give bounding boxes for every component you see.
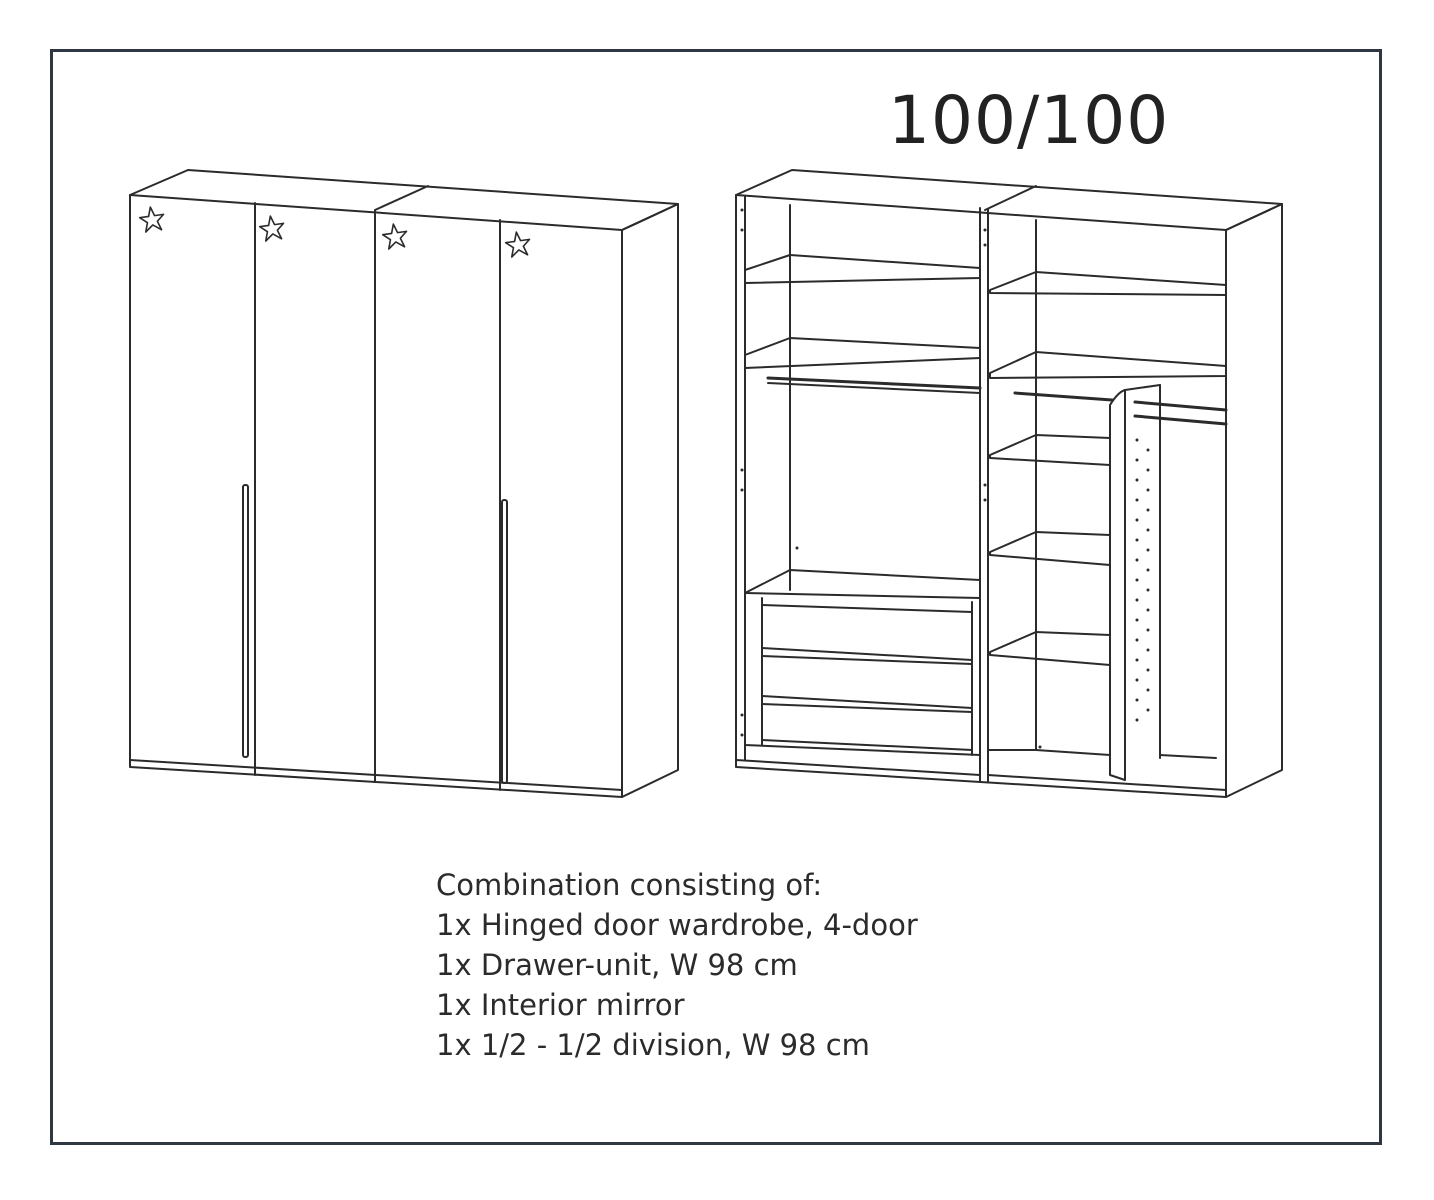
description-item: 1x Drawer-unit, W 98 cm (436, 948, 798, 982)
outer-frame (50, 49, 1382, 1145)
open-wardrobe (735, 169, 1283, 798)
star-icon (138, 206, 165, 233)
combination-description: Combination consisting of: 1x Hinged doo… (436, 865, 918, 1065)
star-icon (258, 215, 285, 242)
shelf-peg-holes (740, 208, 1150, 749)
star-icon (504, 231, 531, 258)
description-heading: Combination consisting of: (436, 868, 823, 902)
description-item: 1x Hinged door wardrobe, 4-door (436, 908, 918, 942)
page-title: 100/100 (888, 82, 1170, 159)
star-icon (381, 223, 408, 250)
description-item: 1x Interior mirror (436, 988, 685, 1022)
closed-wardrobe (129, 169, 679, 798)
description-item: 1x 1/2 - 1/2 division, W 98 cm (436, 1028, 870, 1062)
